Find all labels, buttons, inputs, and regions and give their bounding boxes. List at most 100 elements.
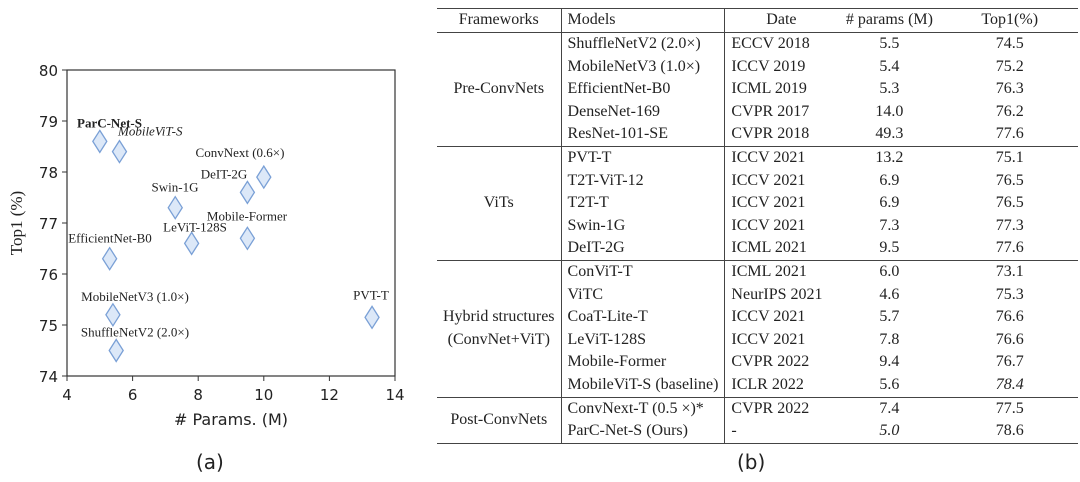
- model-cell: EfficientNet-B0: [561, 78, 726, 101]
- data-point: [105, 302, 121, 328]
- date-cell: NeurIPS 2021: [731, 285, 823, 303]
- point-label: Swin-1G: [152, 180, 199, 195]
- caption-b: (b): [737, 450, 766, 474]
- model-cell: ViTC: [561, 283, 726, 307]
- model-cell: ResNet-101-SE: [561, 123, 726, 147]
- date-cell: CVPR 2017: [731, 102, 810, 120]
- model-cell: ConViT-T: [561, 260, 726, 284]
- top1-cell: 78.4: [995, 375, 1024, 393]
- model-cell: Swin-1G: [561, 214, 726, 238]
- params-cell: 6.9: [879, 194, 900, 212]
- table-row: T2T-T ICCV 2021 6.9 76.5: [437, 192, 1078, 215]
- params-cell: 7.8: [879, 330, 900, 348]
- top1-cell: 73.1: [995, 262, 1024, 280]
- date-cell: ICLR 2022: [731, 375, 804, 393]
- y-tick-label: 77: [39, 215, 58, 233]
- framework-cell: Pre-ConvNets: [437, 32, 562, 147]
- point-label: Mobile-Former: [207, 208, 288, 223]
- top1-cell: 76.5: [995, 194, 1024, 212]
- header-top1: Top1(%): [941, 8, 1078, 33]
- table-header: Frameworks Models Date # params (M) Top1…: [437, 8, 1078, 33]
- x-tick-label: 14: [385, 386, 404, 404]
- point-label: MobileViT-S: [117, 124, 183, 139]
- params-cell: 7.4: [879, 399, 900, 417]
- top1-cell: 77.3: [995, 216, 1024, 234]
- params-cell: 5.6: [879, 375, 900, 393]
- params-cell: 9.4: [879, 353, 900, 371]
- data-point: [92, 129, 108, 154]
- params-cell: 5.5: [879, 35, 900, 52]
- framework-label: Pre-ConvNets: [453, 80, 545, 98]
- table-row: Hybrid structures(ConvNet+ViT)ConViT-T IC…: [437, 260, 1078, 397]
- top1-cell: 77.5: [995, 399, 1024, 417]
- model-cell: DeIT-2G: [561, 237, 726, 261]
- date-cell: ECCV 2018: [731, 35, 810, 52]
- top1-cell: 76.5: [995, 171, 1024, 189]
- params-cell: 5.4: [879, 57, 900, 75]
- x-tick-label: 4: [62, 386, 72, 404]
- date-cell: ICCV 2021: [731, 330, 806, 348]
- model-cell: ConvNext-T (0.5 ×)*: [561, 397, 726, 421]
- header-frameworks: Frameworks: [437, 8, 562, 33]
- point-label: DeIT-2G: [201, 166, 247, 181]
- date-cell: ICCV 2021: [731, 171, 806, 189]
- date-cell: CVPR 2022: [731, 399, 810, 417]
- x-axis-label: # Params. (M): [174, 410, 288, 429]
- header-models: Models: [561, 8, 726, 33]
- x-tick-label: 12: [320, 386, 339, 404]
- data-point: [108, 338, 124, 363]
- framework-cell: Post-ConvNets: [437, 397, 562, 444]
- model-cell: T2T-T: [561, 192, 726, 215]
- point-label: EfficientNet-B0: [68, 231, 152, 246]
- y-tick-label: 76: [39, 266, 58, 284]
- table-section: Post-ConvNets ConvNext-T (0.5 ×)* CVPR 202…: [437, 397, 1078, 444]
- header-date: Date: [724, 8, 838, 33]
- point-label: ShuffleNetV2 (2.0×): [81, 325, 189, 340]
- params-cell: 5.3: [879, 80, 900, 98]
- model-cell: MobileViT-S (baseline): [561, 373, 726, 397]
- y-tick-label: 78: [39, 164, 58, 182]
- table-row: MobileViT-S (baseline) ICLR 2022 5.6 78.4: [437, 373, 1078, 397]
- framework-cell: ViTs: [437, 146, 562, 261]
- data-point: [364, 305, 380, 330]
- date-cell: ICML 2021: [731, 239, 807, 257]
- model-cell: PVT-T: [561, 146, 726, 170]
- date-cell: ICML 2021: [731, 262, 807, 280]
- framework-cell: Hybrid structures(ConvNet+ViT): [437, 260, 562, 397]
- data-point: [239, 226, 256, 251]
- point-label: MobileNetV3 (1.0×): [81, 289, 189, 304]
- model-cell: CoaT-Lite-T: [561, 306, 726, 329]
- y-tick-label: 74: [39, 368, 58, 386]
- params-cell: 6.9: [879, 171, 900, 189]
- top1-cell: 76.2: [995, 102, 1024, 120]
- point-label: LeViT-128S: [163, 219, 227, 234]
- model-cell: ParC-Net-S (Ours): [561, 420, 726, 444]
- date-cell: ICCV 2019: [731, 57, 806, 75]
- x-tick-label: 6: [128, 386, 138, 404]
- data-point: [239, 180, 256, 205]
- date-cell: ICCV 2021: [731, 194, 806, 212]
- point-label: ParC-Net-S: [77, 115, 142, 130]
- y-tick-label: 79: [39, 113, 58, 131]
- x-tick-label: 8: [193, 386, 203, 404]
- top1-cell: 75.3: [995, 285, 1024, 303]
- params-cell: 49.3: [875, 125, 904, 143]
- framework-label: ViTs: [483, 194, 514, 212]
- caption-a: (a): [196, 450, 224, 474]
- model-cell: MobileNetV3 (1.0×): [561, 55, 726, 79]
- params-cell: 14.0: [875, 102, 904, 120]
- top1-cell: 78.6: [995, 422, 1024, 440]
- params-cell: 4.6: [879, 285, 900, 303]
- params-cell: 6.0: [879, 262, 900, 280]
- top1-cell: 76.7: [995, 353, 1024, 371]
- framework-label: Post-ConvNets: [450, 410, 548, 428]
- model-cell: LeViT-128S: [561, 328, 726, 352]
